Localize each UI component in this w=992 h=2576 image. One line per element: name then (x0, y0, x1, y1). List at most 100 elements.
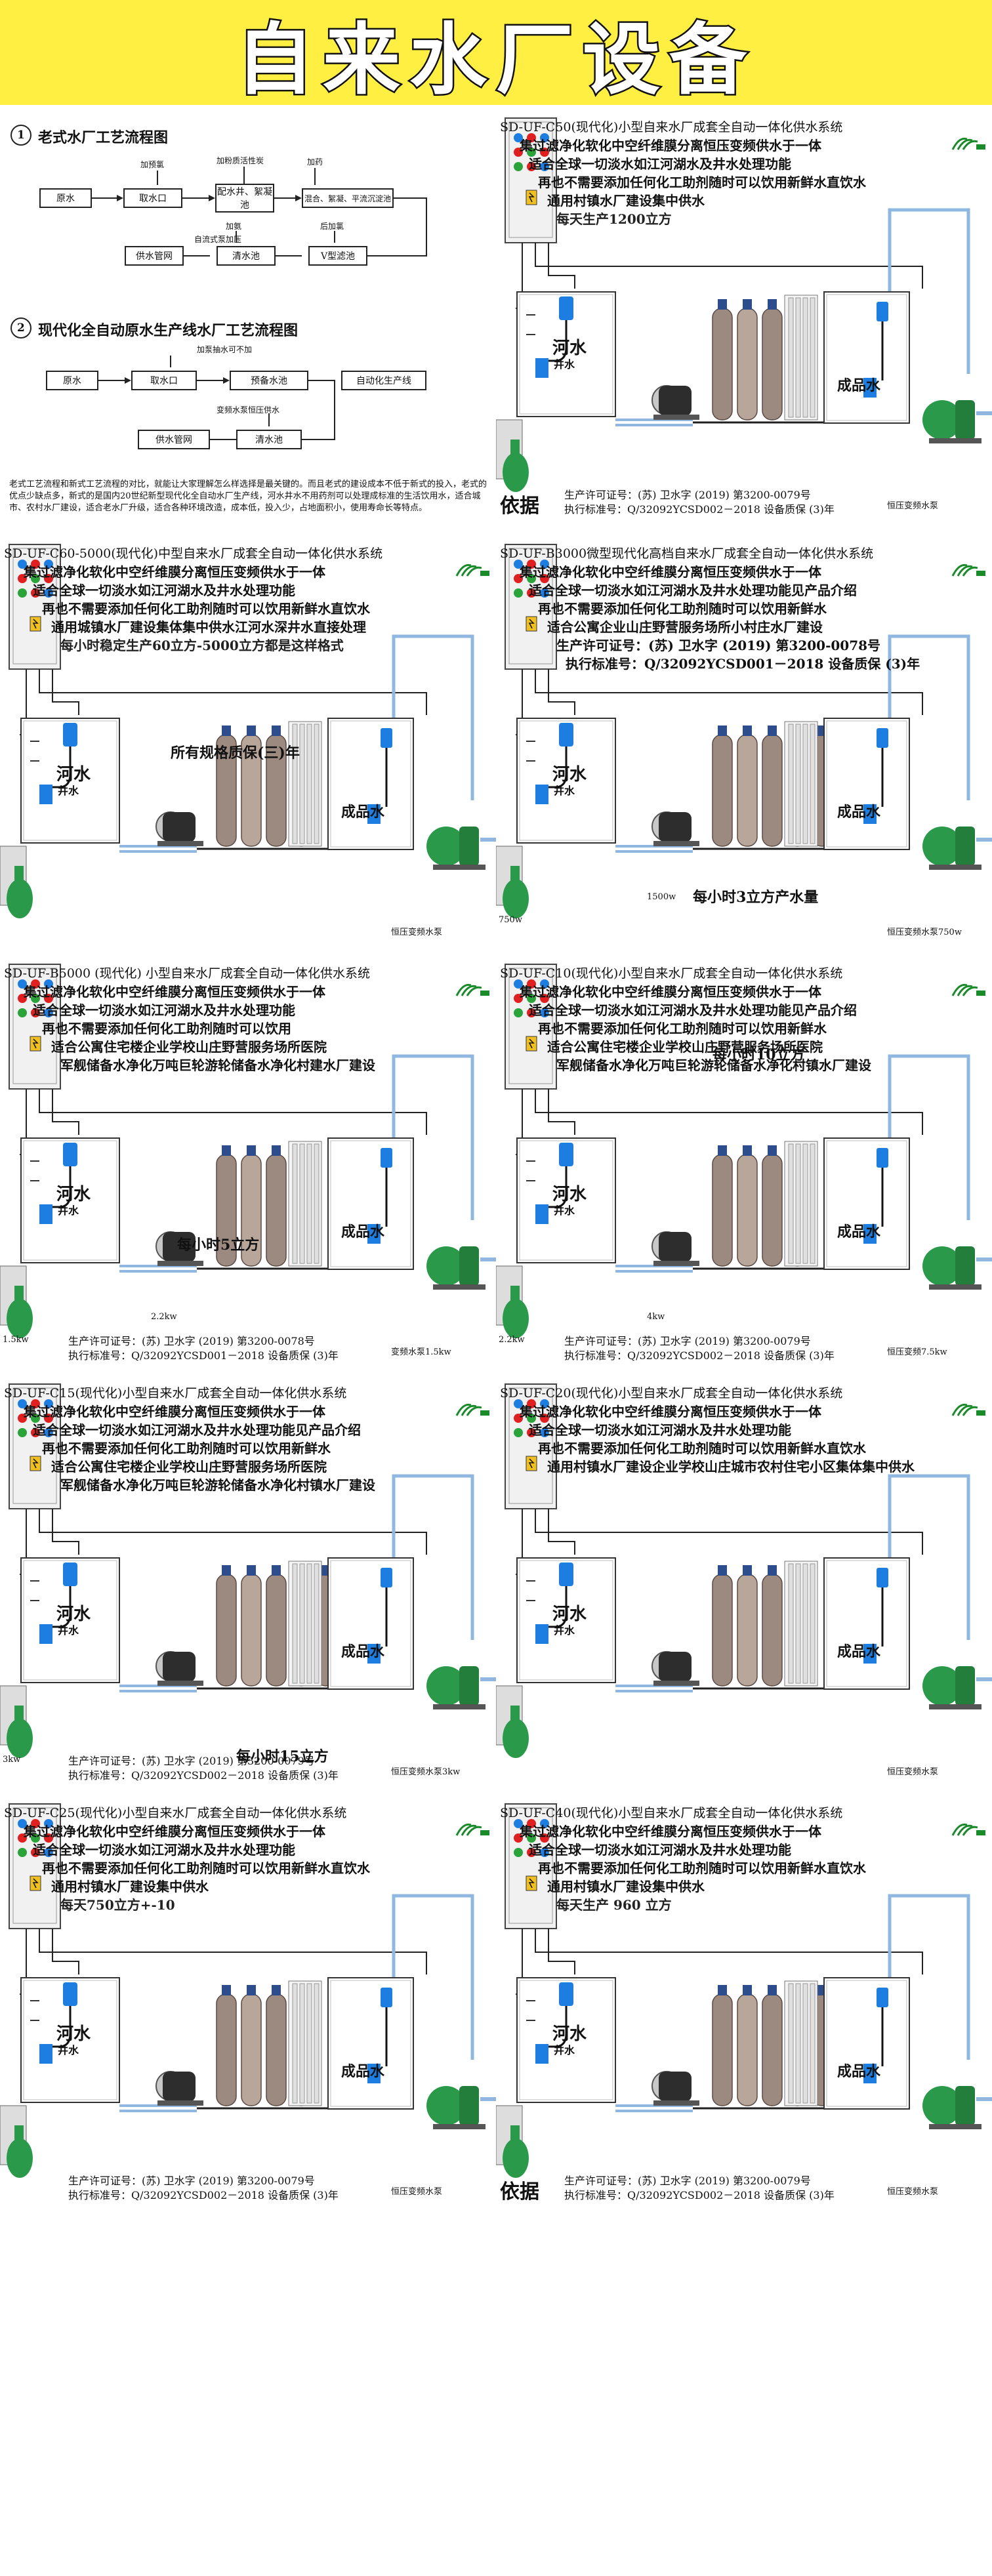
membrane-tube (802, 297, 808, 418)
spec-line: 军舰储备水净化万吨巨轮游轮储备水净化村镇水厂建设 (60, 1477, 375, 1493)
capacity-tag: 每小时15立方 (236, 1748, 329, 1765)
spec-line: 适合公寓企业山庄野营服务场所小村庄水厂建设 (547, 619, 823, 635)
model-title: SD-UF-C10(现代化)小型自来水厂成套全自动一体化供水系统 (500, 966, 843, 981)
license-text: 生产许可证号：(苏) 卫水字 (2019) 第3200-0079号 (564, 1335, 811, 1347)
membrane-tube (795, 1143, 801, 1264)
membrane-tube (802, 724, 808, 844)
valve-icon (718, 1565, 727, 1576)
basis-label: 依据 (500, 495, 539, 518)
power-mid: 2.2kw (151, 1312, 177, 1322)
valve-icon (743, 1145, 752, 1156)
well-water-label: 井水 (58, 785, 79, 797)
product-panel-b3000: SD-UF-B3000微型现代化高档自来水厂成套全自动一体化供水系统 集过滤净化… (496, 538, 992, 958)
spec-line: 再也不需要添加任何化工助剂随时可以饮用新鲜水直饮水 (538, 1860, 866, 1876)
membrane-tube (795, 1563, 801, 1684)
brand-logo-icon (951, 563, 985, 577)
system-diagram (0, 1803, 496, 2178)
river-water-label: 河水 (56, 1605, 91, 1624)
spec-lines: 集过滤净化软化中空纤维膜分离恒压变频供水于一体适合全球一切淡水如江河湖水及井水处… (4, 1402, 457, 1494)
flow-label: 自流式泵加压 (194, 235, 242, 244)
capacity-tag: 每小时3立方产水量 (693, 889, 819, 906)
step-number: 2 (17, 321, 25, 335)
standard-text: 执行标准号：Q/32092YCSD002－2018 设备质保 (3)年 (564, 2189, 835, 2201)
membrane-tube (314, 724, 320, 844)
product-panel-b5000: SD-UF-B5000 (现代化) 小型自来水厂成套全自动一体化供水系统 集过滤… (0, 958, 496, 1378)
standard-text: 执行标准号：Q/32092YCSD002－2018 设备质保 (3)年 (564, 1349, 835, 1362)
spec-line: 适合全球一切淡水如江河湖水及井水处理功能 (529, 1842, 791, 1858)
valve-icon (743, 1985, 752, 1995)
flow-label: 加预氯 (140, 160, 165, 169)
product-water-label: 成品水 (341, 2063, 385, 2080)
membrane-tube (788, 1143, 794, 1264)
spec-line: 适合全球一切淡水如江河湖水及井水处理功能见产品介绍 (529, 1002, 857, 1018)
product-panel-c50: SD-UF-C50(现代化)小型自来水厂成套全自动一体化供水系统 集过滤净化软化… (496, 112, 992, 531)
membrane-tube (802, 1983, 808, 2104)
system-diagram (496, 1383, 992, 1758)
membrane-tube (810, 297, 816, 418)
membrane-column (712, 1154, 733, 1267)
title-banner: 自来水厂设备 (0, 0, 992, 106)
flow-step: V型滤池 (308, 246, 367, 266)
spec-line: 每小时稳定生产60立方-5000立方都是这样格式 (60, 638, 344, 653)
membrane-column (712, 1993, 733, 2106)
system-diagram (496, 544, 992, 918)
basis-label: 依据 (500, 2180, 539, 2203)
membrane-tube (795, 297, 801, 418)
well-water-label: 井水 (58, 2044, 79, 2056)
model-title: SD-UF-B3000微型现代化高档自来水厂成套全自动一体化供水系统 (500, 546, 874, 561)
membrane-tube (299, 1563, 305, 1684)
brand-logo-icon (455, 1403, 489, 1416)
spec-line: 集过滤净化软化中空纤维膜分离恒压变频供水于一体 (520, 984, 821, 1000)
valve-icon (718, 299, 727, 310)
spec-line: 集过滤净化软化中空纤维膜分离恒压变频供水于一体 (520, 564, 821, 580)
system-diagram (0, 964, 496, 1338)
comparison-text: 老式工艺流程和新式工艺流程的对比，就能让大家理解怎么样选择是最关键的。而且老式的… (9, 480, 487, 513)
membrane-column (266, 1574, 287, 1687)
product-water-label: 成品水 (837, 1643, 881, 1660)
membrane-column (762, 734, 783, 847)
brand-logo-icon (455, 1823, 489, 1836)
valve-icon (272, 726, 281, 736)
membrane-tube (314, 1143, 320, 1264)
membrane-tube (306, 724, 312, 844)
pump-label: 恒压变频7.5kw (887, 1347, 947, 1357)
membrane-column (762, 1154, 783, 1267)
step-number: 1 (17, 129, 25, 142)
power-mid: 1500w (647, 892, 676, 902)
river-water-label: 河水 (56, 1185, 91, 1204)
spec-line: 集过滤净化软化中空纤维膜分离恒压变频供水于一体 (520, 1824, 821, 1839)
spec-line: 再也不需要添加任何化工助剂随时可以饮用新鲜水直饮水 (538, 174, 866, 190)
product-water-label: 成品水 (341, 1643, 385, 1660)
spec-line: 军舰储备水净化万吨巨轮游轮储备水净化村镇水厂建设 (556, 1057, 871, 1073)
spec-line: 适合全球一切淡水如江河湖水及井水处理功能 (529, 156, 791, 172)
valve-icon (743, 1565, 752, 1576)
valve-icon (272, 1985, 281, 1995)
power-left: 2.2kw (499, 1335, 525, 1345)
brand-logo-icon (951, 1823, 985, 1836)
spec-line: 每天生产 960 立方 (556, 1897, 672, 1913)
spec-line: 再也不需要添加任何化工助剂随时可以饮用新鲜水直饮水 (42, 1860, 370, 1876)
membrane-tube (299, 724, 305, 844)
membrane-column (737, 1154, 758, 1267)
membrane-column (216, 1574, 237, 1687)
spec-line: 通用村镇水厂建设集中供水 (51, 1879, 209, 1894)
standard-text: 执行标准号：Q/32092YCSD002－2018 设备质保 (3)年 (68, 1769, 339, 1782)
power-mid: 4kw (647, 1312, 665, 1322)
spec-line: 通用村镇水厂建设企业学校山庄城市农村住宅小区集体集中供水 (547, 1459, 915, 1475)
system-diagram (0, 1383, 496, 1758)
spec-line: 生产许可证号：(苏) 卫水字 (2019) 第3200-0078号 (556, 638, 881, 653)
valve-icon (222, 1985, 231, 1995)
product-water-label: 成品水 (837, 1223, 881, 1240)
membrane-tube (306, 1983, 312, 2104)
valve-icon (222, 726, 231, 736)
page-title: 自来水厂设备 (234, 12, 756, 106)
pump-label: 恒压变频水泵 (887, 501, 939, 511)
membrane-column (737, 734, 758, 847)
old-process-title: 老式水厂工艺流程图 (38, 129, 169, 146)
power-left: 3kw (3, 1755, 21, 1765)
spec-line: 适合公寓住宅楼企业学校山庄野营服务场所医院 (51, 1459, 327, 1475)
pump-label: 恒压变频水泵 (887, 2187, 939, 2197)
membrane-tube (810, 1143, 816, 1264)
valve-icon (247, 726, 256, 736)
flow-label: 加药 (307, 157, 323, 167)
